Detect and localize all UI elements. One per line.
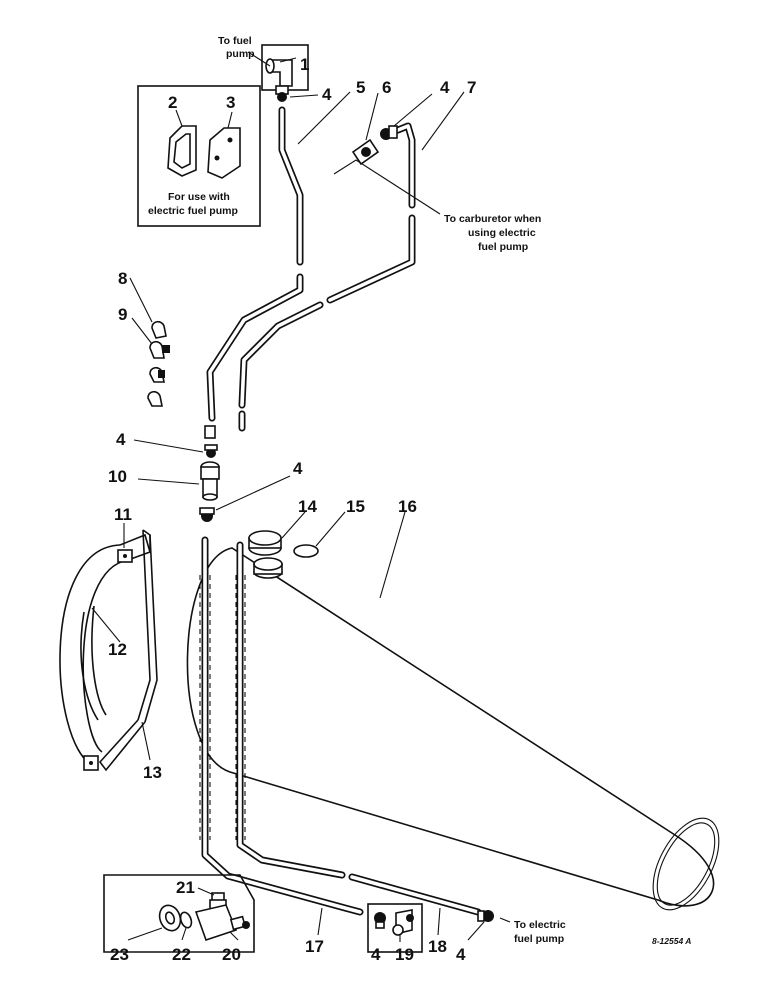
fuel-tank	[186, 547, 720, 911]
callout-7: 7	[467, 78, 476, 97]
note-to-fuel-pump-line2: pump	[226, 48, 255, 60]
callout-13: 13	[143, 763, 162, 782]
note-to-carburetor-line1: To carburetor when	[444, 213, 541, 225]
fuel-line-18	[236, 541, 482, 916]
compression-nut	[275, 85, 289, 102]
connector-6	[351, 138, 380, 166]
callout-1: 1	[300, 55, 309, 74]
annotation-notes: To fuel pump For use with electric fuel …	[148, 35, 691, 946]
tank-strap-assembly	[59, 529, 158, 772]
compression-nut	[199, 507, 215, 522]
callout-4: 4	[293, 459, 303, 478]
callout-17: 17	[305, 937, 324, 956]
callout-19: 19	[395, 945, 414, 964]
drawing-code: 8-12554 A	[652, 936, 691, 946]
callout-23: 23	[110, 945, 129, 964]
note-electric-box-line2: electric fuel pump	[148, 205, 238, 217]
shutoff-valve-box	[103, 874, 255, 953]
compression-nut	[380, 125, 398, 140]
valve-nut-23	[158, 904, 182, 932]
note-to-electric-pump-line2: fuel pump	[514, 933, 564, 945]
electric-pump-gasket-box	[137, 85, 261, 227]
callout-8: 8	[118, 269, 127, 288]
callout-18: 18	[428, 937, 447, 956]
callout-16: 16	[398, 497, 417, 516]
filler-gasket	[293, 544, 319, 558]
filler-neck	[253, 557, 283, 579]
shutoff-valve-20	[194, 904, 250, 942]
callout-15: 15	[346, 497, 365, 516]
callout-numbers: 1 2 3 4 4 4 4 4 4 5 6 7 8 9 10 11 12 13 …	[108, 55, 476, 964]
callout-12: 12	[108, 640, 127, 659]
callout-6: 6	[382, 78, 391, 97]
compression-nut	[204, 444, 218, 458]
callout-2: 2	[168, 93, 177, 112]
callout-21: 21	[176, 878, 195, 897]
fuel-line-17	[201, 536, 364, 916]
callout-9: 9	[118, 305, 127, 324]
callout-11: 11	[114, 505, 132, 524]
callout-4: 4	[116, 430, 126, 449]
callout-14: 14	[298, 497, 317, 516]
fuel-line-7	[238, 122, 416, 432]
callout-10: 10	[108, 467, 127, 486]
fuel-line-5	[204, 106, 304, 439]
leader-lines	[91, 51, 511, 942]
note-electric-box-line1: For use with	[168, 191, 230, 203]
callout-22: 22	[172, 945, 191, 964]
callout-5: 5	[356, 78, 365, 97]
compression-nut	[477, 910, 494, 922]
note-to-carburetor-line2: using electric	[468, 227, 536, 239]
union-10	[200, 461, 220, 501]
fitting-box-19	[367, 903, 423, 953]
note-to-carburetor-line3: fuel pump	[478, 241, 528, 253]
filler-cap	[248, 530, 282, 556]
callout-4: 4	[456, 945, 466, 964]
callout-4: 4	[322, 85, 332, 104]
note-to-fuel-pump-line1: To fuel	[218, 35, 252, 47]
note-to-electric-pump-line1: To electric	[514, 919, 566, 931]
callout-3: 3	[226, 93, 235, 112]
callout-4: 4	[371, 945, 381, 964]
elbow-fitting	[261, 44, 309, 91]
valve-washer-22	[179, 911, 193, 929]
tube-clips	[147, 320, 170, 407]
callout-20: 20	[222, 945, 241, 964]
callout-4: 4	[440, 78, 450, 97]
